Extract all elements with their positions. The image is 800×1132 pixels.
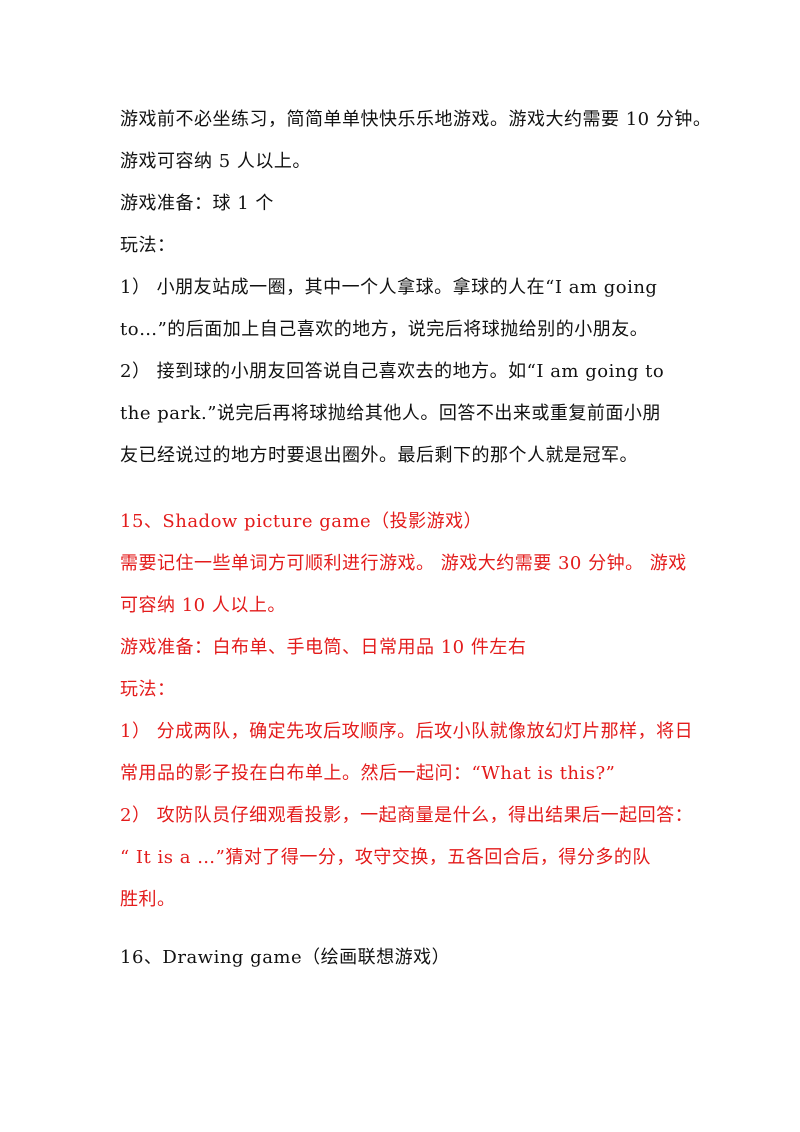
s14-rule-1-line-2: to…”的后面加上自己喜欢的地方，说完后将球抛给别的小朋友。 [120, 319, 649, 340]
s15-heading: 15、Shadow picture game（投影游戏） [120, 511, 483, 532]
s15-rule-1-line-2: 常用品的影子投在白布单上。然后一起问：“What is this?” [120, 763, 616, 784]
s15-rule-2-line-3: 胜利。 [120, 889, 176, 910]
s14-intro-line-1: 游戏前不必坐练习，简简单单快快乐乐地游戏。游戏大约需要 10 分钟。 [120, 109, 712, 130]
s14-rule-1-line-1: 1） 小朋友站成一圈，其中一个人拿球。拿球的人在“I am going [120, 277, 658, 298]
s15-intro-line-2: 可容纳 10 人以上。 [120, 595, 286, 616]
s14-rule-2-line-3: 友已经说过的地方时要退出圈外。最后剩下的那个人就是冠军。 [120, 445, 638, 466]
s15-preparation: 游戏准备：白布单、手电筒、日常用品 10 件左右 [120, 637, 527, 658]
s14-rules-label: 玩法： [120, 235, 176, 256]
s16-heading: 16、Drawing game（绘画联想游戏） [120, 947, 451, 968]
s15-rule-2-line-2: “ It is a …”猜对了得一分，攻守交换，五各回合后，得分多的队 [120, 847, 651, 868]
s15-intro-line-1: 需要记住一些单词方可顺利进行游戏。 游戏大约需要 30 分钟。 游戏 [120, 553, 687, 574]
s15-rule-2-line-1: 2） 攻防队员仔细观看投影，一起商量是什么，得出结果后一起回答： [120, 805, 694, 826]
s14-preparation: 游戏准备：球 1 个 [120, 193, 274, 214]
s15-rules-label: 玩法： [120, 679, 176, 700]
s15-rule-1-line-1: 1） 分成两队，确定先攻后攻顺序。后攻小队就像放幻灯片那样，将日 [120, 721, 694, 742]
s14-rule-2-line-1: 2） 接到球的小朋友回答说自己喜欢去的地方。如“I am going to [120, 361, 665, 382]
s14-intro-line-2: 游戏可容纳 5 人以上。 [120, 151, 311, 172]
s14-rule-2-line-2: the park.”说完后再将球抛给其他人。回答不出来或重复前面小朋 [120, 403, 661, 424]
